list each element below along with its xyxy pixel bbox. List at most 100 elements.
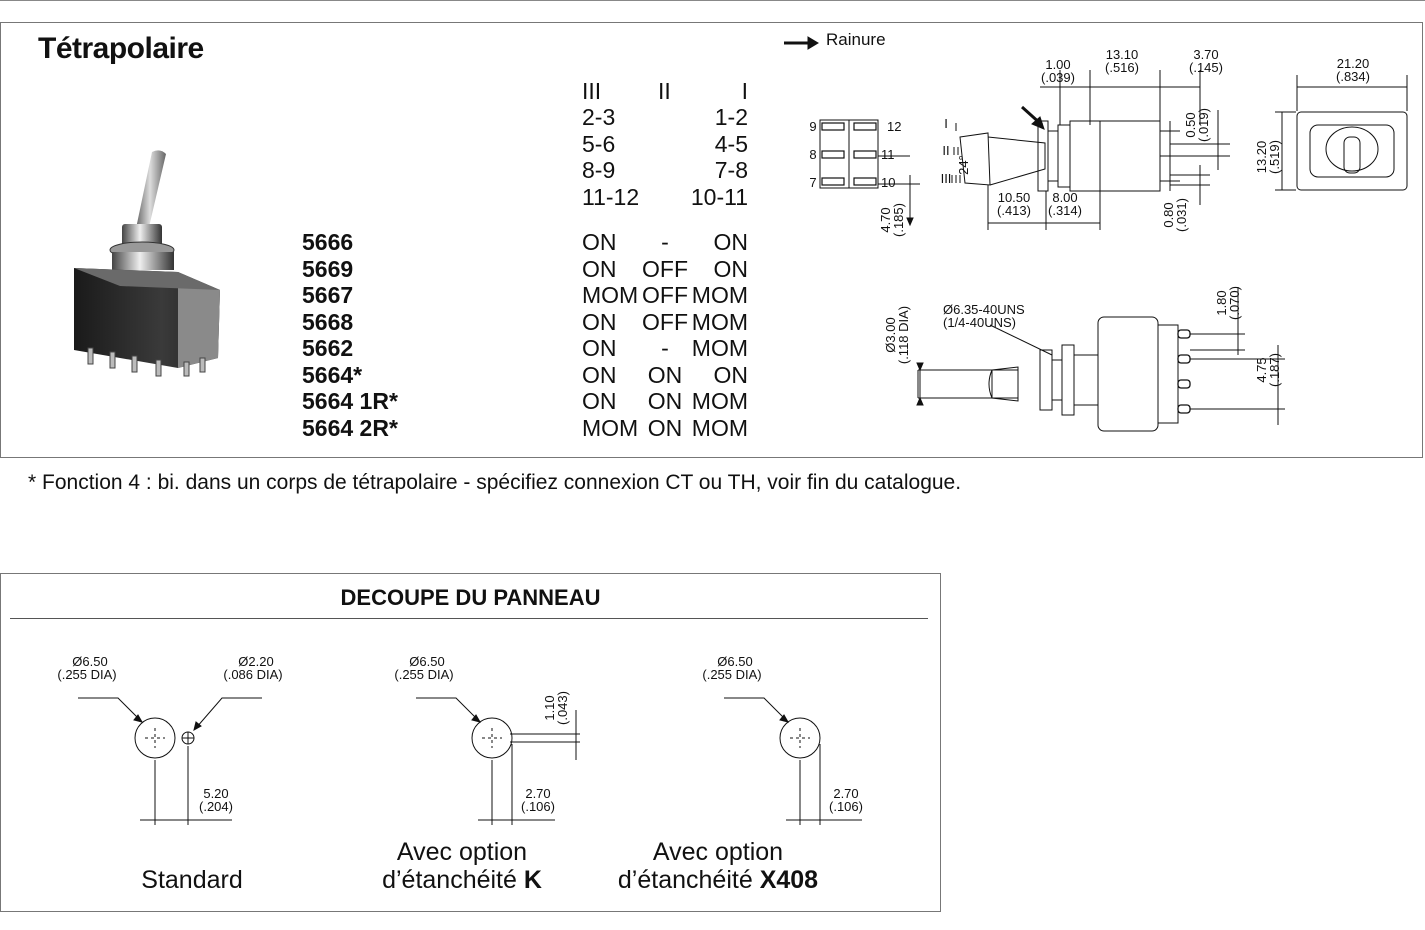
svg-text:Ø6.50: Ø6.50 — [717, 654, 752, 669]
model-code: 5669 — [302, 256, 354, 282]
svg-text:21.20: 21.20 — [1337, 56, 1370, 71]
svg-text:1.00: 1.00 — [1045, 57, 1070, 72]
contact-left-4: 11-12 — [582, 184, 640, 210]
svg-text:(.519): (.519) — [1267, 140, 1282, 174]
model-code: 5668 — [302, 309, 354, 335]
page-title: Tétrapolaire — [38, 32, 204, 65]
svg-text:12: 12 — [887, 119, 901, 134]
svg-text:4.75: 4.75 — [1254, 357, 1269, 382]
model-pos-II: OFF — [642, 282, 688, 308]
model-pos-II: OFF — [642, 309, 688, 335]
model-code: 5664* — [302, 362, 363, 388]
contact-right-4: 10-11 — [690, 184, 748, 210]
svg-text:(.255 DIA): (.255 DIA) — [57, 667, 116, 682]
contact-right-3: 7-8 — [714, 157, 748, 183]
caption-x408-line2: d’étanchéité X408 — [617, 866, 819, 894]
svg-text:5.20: 5.20 — [203, 786, 228, 801]
svg-text:(.118 DIA): (.118 DIA) — [896, 306, 911, 364]
caption-k: Avec option d’étanchéité K — [362, 838, 562, 894]
svg-text:(.106): (.106) — [829, 799, 863, 814]
svg-text:(.039): (.039) — [1041, 70, 1075, 85]
svg-text:(.070): (.070) — [1227, 286, 1242, 320]
svg-text:10.50: 10.50 — [998, 190, 1031, 205]
svg-text:(1/4-40UNS): (1/4-40UNS) — [943, 315, 1016, 330]
svg-text:(.314): (.314) — [1048, 203, 1082, 218]
model-pos-II: - — [661, 229, 669, 255]
model-pos-II: ON — [647, 415, 683, 441]
panel-cutout-title: DECOUPE DU PANNEAU — [340, 585, 601, 610]
model-pos-I: ON — [713, 229, 749, 255]
caption-x408: Avec option d’étanchéité X408 — [608, 838, 828, 894]
svg-text:(.031): (.031) — [1174, 198, 1189, 232]
svg-text:13.10: 13.10 — [1106, 47, 1139, 62]
svg-text:24°: 24° — [956, 155, 971, 175]
position-header-III: III — [582, 78, 602, 104]
model-pos-I: MOM — [691, 309, 748, 335]
svg-text:7: 7 — [809, 175, 816, 190]
svg-text:I: I — [944, 116, 948, 131]
panel-divider — [10, 618, 928, 619]
svg-text:(.043): (.043) — [555, 691, 570, 725]
model-code: 5666 — [302, 229, 354, 255]
svg-text:Ø6.50: Ø6.50 — [72, 654, 107, 669]
svg-text:1.10: 1.10 — [542, 695, 557, 720]
svg-text:III: III — [941, 171, 952, 186]
svg-text:0.80: 0.80 — [1161, 202, 1176, 227]
model-pos-I: MOM — [691, 415, 748, 441]
svg-text:2.70: 2.70 — [833, 786, 858, 801]
model-pos-III: ON — [582, 362, 617, 388]
contact-left-1: 2-3 — [582, 104, 616, 130]
caption-x408-line1: Avec option — [652, 838, 784, 866]
svg-text:(.204): (.204) — [199, 799, 233, 814]
svg-text:9: 9 — [809, 119, 816, 134]
svg-text:3.70: 3.70 — [1193, 47, 1218, 62]
model-pos-III: MOM — [582, 415, 639, 441]
svg-text:(.413): (.413) — [997, 203, 1031, 218]
contact-right-1: 1-2 — [714, 104, 748, 130]
model-pos-I: ON — [713, 362, 749, 388]
svg-text:8: 8 — [809, 147, 816, 162]
svg-text:(.019): (.019) — [1196, 108, 1211, 142]
contact-right-2: 4-5 — [714, 131, 748, 157]
model-pos-II: ON — [647, 388, 683, 414]
contact-left-2: 5-6 — [582, 131, 616, 157]
svg-text:(.185): (.185) — [891, 203, 906, 237]
top-border — [0, 0, 1425, 1]
panel-cutout-box — [0, 573, 941, 912]
model-pos-III: ON — [582, 229, 617, 255]
position-header-I: I — [741, 78, 748, 104]
model-pos-II: OFF — [642, 256, 688, 282]
model-pos-II: ON — [647, 362, 683, 388]
switch-photo — [74, 150, 220, 377]
model-pos-I: MOM — [691, 335, 748, 361]
model-pos-III: ON — [582, 256, 617, 282]
svg-text:(.086 DIA): (.086 DIA) — [223, 667, 282, 682]
model-pos-I: ON — [713, 256, 749, 282]
svg-text:2.70: 2.70 — [525, 786, 550, 801]
svg-text:(.255 DIA): (.255 DIA) — [702, 667, 761, 682]
svg-text:Ø2.20: Ø2.20 — [238, 654, 273, 669]
svg-text:(.187): (.187) — [1267, 353, 1282, 387]
model-code: 5667 — [302, 282, 354, 308]
contact-left-3: 8-9 — [582, 157, 616, 183]
caption-k-line2: d’étanchéité K — [382, 866, 542, 894]
svg-text:0.50: 0.50 — [1183, 112, 1198, 137]
model-pos-I: MOM — [691, 282, 748, 308]
svg-text:(.255 DIA): (.255 DIA) — [394, 667, 453, 682]
svg-text:(.834): (.834) — [1336, 69, 1370, 84]
position-header-II: II — [658, 78, 671, 104]
model-code: 5662 — [302, 335, 354, 361]
main-panel — [0, 22, 1423, 458]
model-code: 5664 2R* — [302, 415, 398, 441]
svg-text:10: 10 — [881, 175, 895, 190]
svg-text:Ø3.00: Ø3.00 — [883, 317, 898, 352]
cutout-drawings: Ø6.50 (.255 DIA) Ø2.20 (.086 DIA) 5.20 (… — [57, 654, 863, 825]
svg-text:4.70: 4.70 — [878, 207, 893, 232]
svg-text:1.80: 1.80 — [1214, 290, 1229, 315]
footnote: * Fonction 4 : bi. dans un corps de tétr… — [28, 471, 962, 494]
svg-text:11: 11 — [881, 147, 895, 162]
option-x408-code: X408 — [759, 866, 819, 894]
caption-standard: Standard — [141, 866, 243, 894]
model-pos-III: ON — [582, 309, 617, 335]
svg-text:Ø6.35-40UNS: Ø6.35-40UNS — [943, 302, 1025, 317]
